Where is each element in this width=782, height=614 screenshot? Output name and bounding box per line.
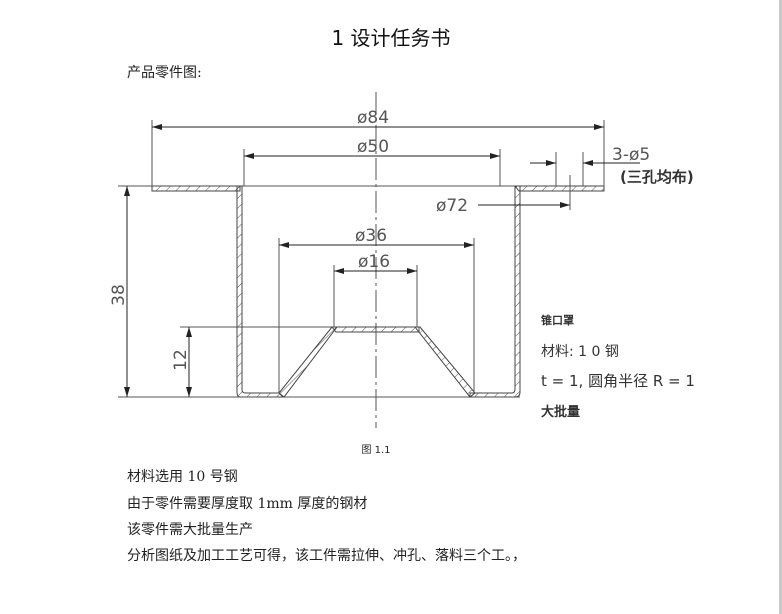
dim-84-text: ø84 bbox=[357, 108, 389, 128]
part-drawing: ø84 ø50 ø72 ø36 ø16 38 12 3-ø5 (三孔均布) 锥口… bbox=[109, 92, 695, 428]
batch-note: 大批量 bbox=[541, 404, 580, 420]
dim-38-text: 38 bbox=[109, 284, 129, 306]
dim-72-text: ø72 bbox=[436, 196, 468, 216]
page-edge bbox=[779, 0, 782, 614]
dim-16-text: ø16 bbox=[358, 252, 390, 272]
paragraph-process: 分析图纸及加工工艺可得，该工件需拉伸、冲孔、落料三个工。， bbox=[127, 548, 526, 564]
holes-dim-text: 3-ø5 bbox=[612, 145, 650, 165]
dim-36-text: ø36 bbox=[355, 226, 387, 246]
material-note: 材料: 1 0 钢 bbox=[541, 344, 619, 360]
paragraph-material: 材料选用 10 号钢 bbox=[127, 469, 238, 485]
figure-caption: 图 1.1 bbox=[361, 445, 391, 456]
paragraph-production: 该零件需大批量生产 bbox=[127, 522, 253, 538]
dim-12-text: 12 bbox=[171, 349, 191, 371]
part-section bbox=[151, 185, 605, 398]
part-name-note: 锥口罩 bbox=[541, 313, 574, 327]
dim-50-text: ø50 bbox=[357, 137, 389, 157]
part-drawing-label: 产品零件图: bbox=[127, 65, 202, 81]
section-title: 1 设计任务书 bbox=[331, 26, 451, 50]
thickness-note: t = 1, 圆角半径 R = 1 bbox=[541, 372, 695, 390]
holes-note-text: (三孔均布) bbox=[620, 168, 694, 186]
paragraph-thickness: 由于零件需要厚度取 1mm 厚度的钢材 bbox=[127, 496, 368, 512]
